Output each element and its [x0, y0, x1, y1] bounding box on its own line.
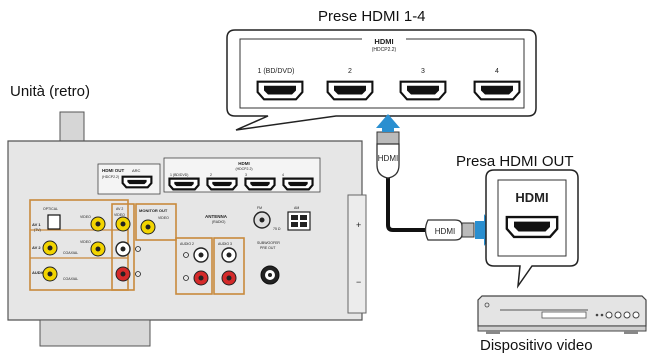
- svg-text:HDMI OUT: HDMI OUT: [102, 168, 124, 173]
- svg-text:VIDEO: VIDEO: [80, 215, 91, 219]
- svg-text:3: 3: [245, 173, 247, 177]
- svg-text:4: 4: [495, 68, 499, 75]
- svg-text:(HDCP2.2): (HDCP2.2): [372, 47, 397, 53]
- svg-text:PRE OUT: PRE OUT: [260, 246, 276, 250]
- svg-text:FM: FM: [257, 206, 262, 210]
- svg-text:AUDIO 2: AUDIO 2: [180, 242, 194, 246]
- rear-hdmi-in-1: [168, 177, 200, 191]
- svg-text:VIDEO: VIDEO: [80, 240, 91, 244]
- hdmi-inputs-title: Prese HDMI 1-4: [318, 8, 426, 25]
- svg-text:1 (BD/DVD): 1 (BD/DVD): [170, 173, 188, 177]
- svg-text:(HDCP2.2): (HDCP2.2): [235, 167, 252, 171]
- am-antenna-terminal: [287, 211, 311, 231]
- video-device-bd-player: [477, 295, 647, 334]
- svg-text:HDMI: HDMI: [238, 161, 250, 166]
- svg-text:75 Ω: 75 Ω: [273, 227, 281, 231]
- hdmi-port-2-icon: [326, 80, 374, 101]
- rear-hdmi-out-port: [121, 175, 153, 189]
- cable-plug-side-label: HDMI: [435, 227, 455, 236]
- svg-text:4: 4: [282, 173, 284, 177]
- receiver-rear-panel: + − HDMI OUT (HDCP2.2) ARC HDMI (HDCP2.2…: [7, 111, 367, 347]
- svg-text:AUDIO 3: AUDIO 3: [218, 242, 232, 246]
- panel-foot: [39, 319, 151, 347]
- svg-text:AUDIO 1: AUDIO 1: [32, 270, 49, 275]
- svg-text:ANTENNA: ANTENNA: [205, 214, 228, 219]
- svg-text:MONITOR OUT: MONITOR OUT: [139, 208, 168, 213]
- svg-text:−: −: [356, 277, 361, 287]
- cable-plug-top-label: HDMI: [378, 154, 398, 163]
- svg-text:2: 2: [210, 173, 212, 177]
- hdmi-inputs-callout: HDMI (HDCP2.2) 1 (BD/DVD) 2 3 4: [226, 29, 537, 131]
- hdmi-out-callout: HDMI: [485, 169, 579, 289]
- svg-text:COAXIAL: COAXIAL: [63, 251, 78, 255]
- svg-text:AV 2: AV 2: [116, 207, 123, 211]
- svg-text:HDMI: HDMI: [374, 37, 393, 46]
- hdmi-port-3-icon: [399, 80, 447, 101]
- hdmi-cable: HDMI HDMI: [376, 131, 475, 241]
- rear-hdmi-in-2: [206, 177, 238, 191]
- hdmi-out-title: Presa HDMI OUT: [456, 153, 574, 170]
- rear-hdmi-in-3: [244, 177, 276, 191]
- svg-text:ARC: ARC: [132, 168, 141, 173]
- svg-text:OPTICAL: OPTICAL: [43, 207, 58, 211]
- svg-text:(HDCP2.2): (HDCP2.2): [102, 175, 119, 179]
- svg-text:VIDEO: VIDEO: [158, 216, 169, 220]
- svg-text:COAXIAL: COAXIAL: [63, 277, 78, 281]
- svg-text:+: +: [356, 220, 361, 230]
- hdmi-out-port-icon: [505, 215, 559, 239]
- svg-text:(RADIO): (RADIO): [212, 220, 225, 224]
- hdmi-port-1-icon: [256, 80, 304, 101]
- up-arrow-icon: [376, 114, 400, 132]
- svg-text:(TV): (TV): [34, 228, 41, 232]
- svg-text:SUBWOOFER: SUBWOOFER: [257, 241, 280, 245]
- svg-text:AV 1: AV 1: [32, 222, 41, 227]
- svg-text:3: 3: [421, 68, 425, 75]
- unit-label: Unità (retro): [10, 83, 91, 100]
- hdmi-out-port-label: HDMI: [515, 190, 548, 205]
- optical-jack: [47, 214, 61, 230]
- device-label: Dispositivo video: [480, 337, 593, 354]
- rear-hdmi-in-4: [282, 177, 314, 191]
- svg-text:AM: AM: [294, 206, 299, 210]
- svg-text:1 (BD/DVD): 1 (BD/DVD): [258, 68, 295, 75]
- svg-text:VIDEO: VIDEO: [114, 213, 125, 217]
- hdmi-port-4-icon: [473, 80, 521, 101]
- svg-text:AV 2: AV 2: [32, 245, 41, 250]
- svg-text:2: 2: [348, 68, 352, 75]
